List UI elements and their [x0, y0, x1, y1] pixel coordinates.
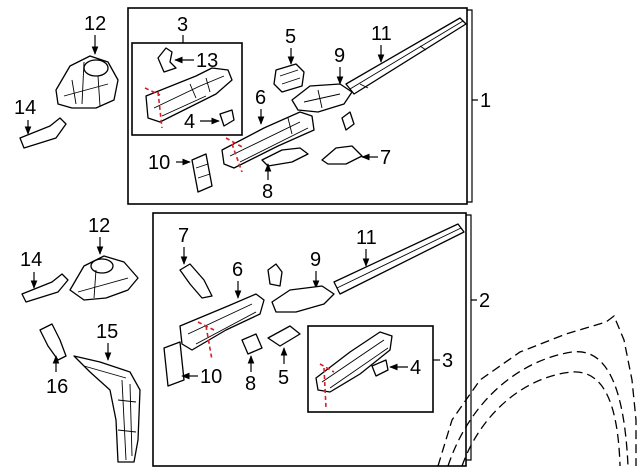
- part-12-lower-cap: [90, 258, 114, 274]
- part-5-detail: [279, 69, 301, 85]
- left-top-group: 12 14: [14, 13, 119, 149]
- callout-left-bottom-15: 15: [96, 321, 118, 343]
- callout-left-bottom-12: 12: [88, 215, 110, 237]
- part-6-cut-line: [225, 137, 245, 173]
- fender-inner-dashed: [447, 351, 629, 467]
- part-9-lower-extension: [271, 285, 335, 313]
- part-3-rail-detail: [153, 75, 225, 117]
- part-12-lower-tower: [69, 255, 139, 301]
- part-small-tab: [267, 263, 283, 287]
- callout-upper-5: 5: [285, 26, 296, 48]
- fender-outline: [437, 314, 637, 467]
- callout-lower-3: 3: [442, 350, 453, 372]
- part-5-lower-bracket: [267, 325, 301, 347]
- part-3-cut-line: [144, 87, 163, 129]
- callout-lower-10: 10: [200, 366, 222, 388]
- callout-left-bottom-14: 14: [20, 249, 42, 271]
- part-small-bracket: [341, 111, 355, 131]
- part-7-bracket: [321, 145, 363, 165]
- part-10-detail: [195, 163, 211, 179]
- callout-lower-4: 4: [410, 357, 421, 379]
- part-12-detail: [63, 61, 109, 107]
- part-11-lower-rail: [333, 223, 465, 295]
- lower-group-bracket: [466, 214, 477, 461]
- callout-lower-5: 5: [278, 367, 289, 389]
- part-4-reinforcement: [219, 109, 235, 127]
- callout-left-top-14: 14: [14, 97, 36, 119]
- callout-upper-9: 9: [334, 45, 345, 67]
- part-9-detail: [303, 89, 341, 109]
- part-8-lower-bracket: [241, 333, 263, 355]
- callout-lower-11: 11: [356, 227, 377, 249]
- part-16-bracket: [39, 323, 67, 361]
- part-11-lower-detail: [336, 227, 462, 289]
- callout-upper-6: 6: [255, 87, 266, 109]
- part-10-bracket: [191, 153, 213, 193]
- upper-group-frame: [127, 7, 468, 205]
- part-6-lower-detail: [187, 303, 257, 345]
- lower-assembly-group: 2 7 6 9 11 10 8 5: [152, 212, 490, 467]
- part-3-lower-detail: [321, 339, 389, 389]
- part-14-lower-bracket: [21, 273, 69, 303]
- callout-upper-8: 8: [262, 181, 273, 203]
- upper-subgroup-3-frame: [131, 42, 243, 136]
- part-6-lower-cut-line: [197, 321, 215, 361]
- callout-upper-3: 3: [177, 14, 188, 36]
- callout-lower-2: 2: [479, 290, 490, 312]
- callout-left-bottom-16: 16: [46, 376, 68, 398]
- part-11-detail: [349, 20, 464, 90]
- part-5-bracket: [273, 63, 305, 93]
- left-bottom-group: 12 14 16 15: [20, 215, 141, 463]
- part-12-lower-detail: [77, 269, 129, 299]
- callout-left-top-12: 12: [84, 13, 106, 35]
- fender-outer-dashed: [437, 314, 637, 467]
- callout-lower-8: 8: [245, 373, 256, 395]
- callout-lower-9: 9: [310, 249, 321, 271]
- part-11-upper-rail: [345, 17, 467, 95]
- part-14-bracket: [19, 117, 67, 149]
- part-7-lower-bracket: [179, 263, 213, 299]
- callout-upper-7: 7: [380, 147, 391, 169]
- callout-upper-1: 1: [480, 90, 491, 112]
- lower-subgroup-3-frame: [307, 325, 434, 413]
- callout-upper-10: 10: [148, 152, 170, 174]
- fender-arch-dashed: [461, 371, 621, 467]
- callout-upper-4: 4: [184, 111, 195, 133]
- callout-upper-11: 11: [371, 23, 392, 45]
- part-3-lower-cut-line: [319, 363, 335, 409]
- upper-assembly-group: 1 3 13 4 5 9 11 6: [127, 7, 491, 205]
- callout-lower-6: 6: [232, 259, 243, 281]
- part-15-a-pillar: [73, 355, 141, 463]
- part-4-lower-reinforcement: [371, 359, 389, 377]
- part-15-detail: [83, 365, 137, 461]
- callout-lower-7: 7: [178, 225, 189, 247]
- lower-group-frame: [152, 212, 467, 467]
- part-12-tower-cap: [83, 59, 109, 77]
- part-6-detail: [229, 117, 309, 163]
- part-10-lower-bracket: [163, 341, 185, 387]
- callout-upper-13: 13: [196, 50, 218, 72]
- upper-group-bracket: [467, 9, 478, 203]
- part-13-bracket: [157, 47, 177, 73]
